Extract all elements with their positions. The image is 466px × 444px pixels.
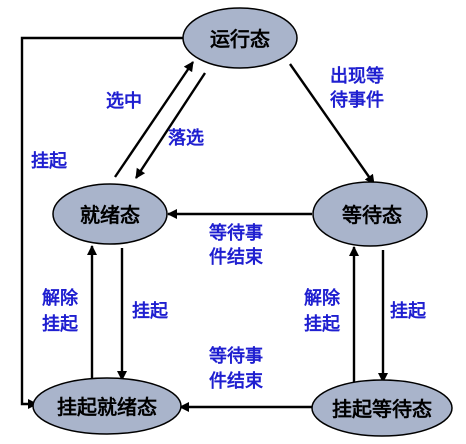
node-running-label: 运行态 <box>210 27 270 51</box>
label-suspend-from-running: 挂起 <box>31 150 68 172</box>
label-release-left-line2: 挂起 <box>42 313 79 335</box>
label-event-ends-bottom-line2: 件结束 <box>209 370 264 392</box>
node-ready-label: 就绪态 <box>80 203 140 227</box>
label-suspend-left: 挂起 <box>132 300 169 322</box>
node-suspended-waiting-label: 挂起等待态 <box>332 397 432 421</box>
label-suspend-right: 挂起 <box>390 300 427 322</box>
node-suspended-ready-label: 挂起就绪态 <box>57 395 157 419</box>
edge-ready-to-running <box>114 61 194 178</box>
label-selected: 选中 <box>106 90 142 112</box>
node-suspended-ready: 挂起就绪态 <box>32 377 182 435</box>
node-waiting-label: 等待态 <box>342 203 402 227</box>
node-suspended-ready-shape <box>32 377 182 435</box>
label-release-left-line1: 解除 <box>42 287 79 309</box>
label-preempted: 落选 <box>168 128 204 149</box>
label-event-ends-top-line2: 件结束 <box>209 246 264 268</box>
edge-running-to-suspended-ready <box>20 36 183 409</box>
node-suspended-waiting-shape <box>311 379 453 437</box>
label-event-ends-top-line1: 等待事 <box>209 222 263 244</box>
node-suspended-waiting: 挂起等待态 <box>311 379 453 437</box>
edge-running-to-waiting <box>289 63 375 185</box>
edge-running-to-ready <box>134 72 207 179</box>
edges <box>20 36 388 412</box>
label-event-occurs-line1: 出现等 <box>330 65 384 87</box>
node-ready-shape <box>52 183 168 245</box>
label-release-right-line2: 挂起 <box>304 313 341 335</box>
label-event-occurs-line2: 待事件 <box>330 89 384 111</box>
node-waiting-shape <box>312 181 428 247</box>
node-waiting: 等待态 <box>312 181 428 247</box>
node-running: 运行态 <box>182 7 298 69</box>
node-running-shape <box>182 7 298 69</box>
label-release-right-line1: 解除 <box>304 287 341 309</box>
label-event-ends-bottom-line1: 等待事 <box>209 345 263 367</box>
node-ready: 就绪态 <box>52 183 168 245</box>
